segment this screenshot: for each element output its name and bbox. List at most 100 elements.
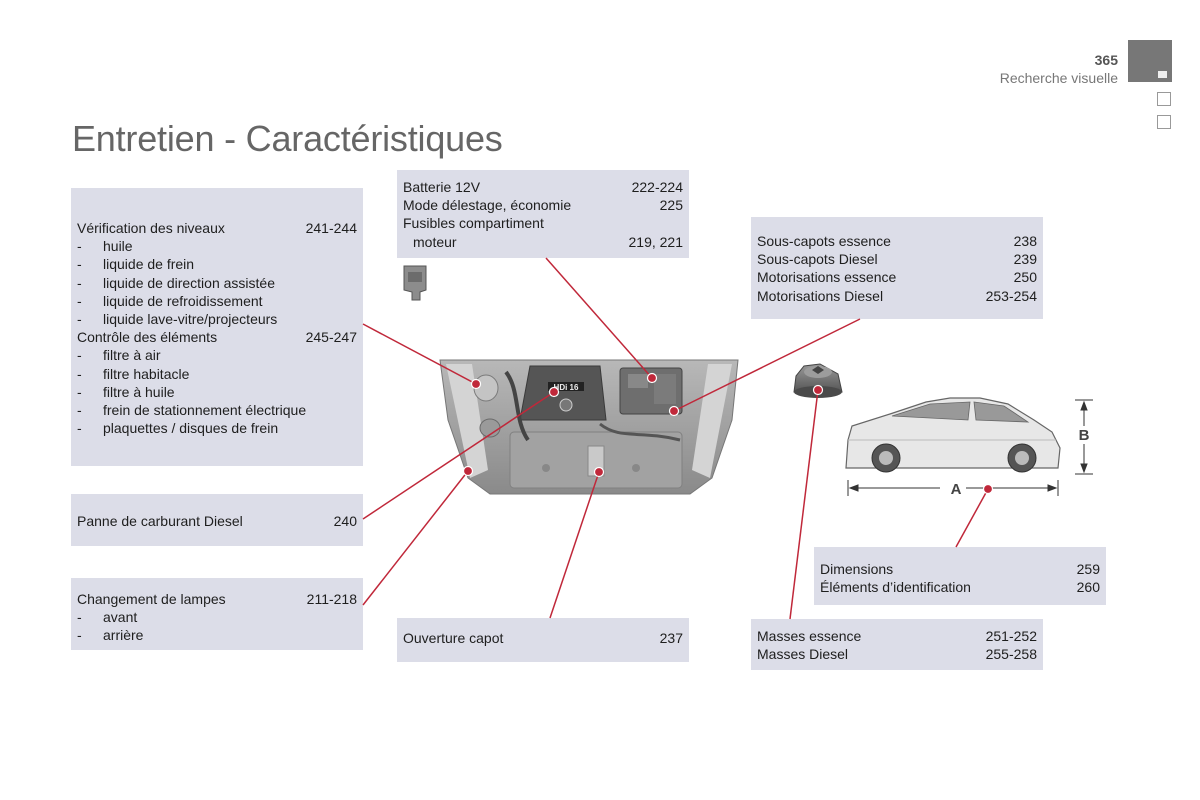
list-item: -arrière (77, 627, 144, 644)
masses-label: Masses Diesel (757, 646, 849, 663)
engines-label: Sous-capots essence (757, 233, 891, 249)
checks-label: Contrôle des éléments (77, 329, 218, 346)
levels-row[interactable]: Vérification des niveaux 241-244 (77, 219, 357, 237)
callout-dot-hood[interactable] (593, 466, 605, 478)
dimension-length-label: A (951, 481, 962, 498)
engine-bay-illustration: HDi 16 (439, 359, 739, 495)
list-item: -filtre à huile (77, 383, 175, 400)
leader-levels (362, 323, 477, 385)
masses-pages: 255-258 (985, 646, 1037, 663)
dimension-length-line (847, 480, 1059, 496)
engines-row[interactable]: Sous-capots essence 238 (757, 232, 1037, 250)
list-item-label: filtre habitacle (103, 365, 190, 382)
list-item-label: liquide lave-vitre/projecteurs (103, 311, 278, 328)
list-item: -liquide de direction assistée (77, 274, 275, 291)
list-item-label: liquide de refroidissement (103, 292, 263, 309)
checks-row[interactable]: Contrôle des éléments 245-247 (77, 328, 357, 346)
page-title: Entretien - Caractéristiques (72, 118, 503, 159)
list-item: -liquide de frein (77, 256, 195, 273)
callout-dot-battery[interactable] (646, 372, 658, 384)
fuses-label-cont: moteur (413, 233, 457, 250)
leader-hood (549, 471, 600, 619)
list-item-label: liquide de direction assistée (103, 274, 275, 291)
leader-lamps (362, 470, 469, 606)
list-item: -avant (77, 609, 138, 626)
fuses-row[interactable]: moteur 219, 221 (403, 233, 683, 251)
fuel-row[interactable]: Panne de carburant Diesel 240 (77, 512, 357, 530)
fuses-label: Fusibles compartiment (403, 215, 544, 232)
battery-label: Batterie 12V (403, 179, 481, 195)
fuel-label: Panne de carburant Diesel (77, 513, 243, 529)
page-number: 365 (1094, 52, 1118, 68)
dimension-height-line (1075, 399, 1093, 475)
checks-pages: 245-247 (305, 329, 357, 346)
leader-fuel (362, 391, 555, 520)
dimensions-label: Dimensions (820, 561, 894, 577)
masses-row[interactable]: Masses Diesel 255-258 (757, 645, 1037, 663)
load-shedding-row[interactable]: Mode délestage, économie 225 (403, 196, 683, 214)
leader-dimensions (955, 488, 989, 548)
engines-pages: 238 (1013, 233, 1037, 249)
dimensions-pages: 259 (1076, 561, 1100, 577)
callout-dot-lamps[interactable] (462, 465, 474, 477)
identification-label: Éléments d’identification (820, 579, 971, 596)
list-item: -huile (77, 238, 133, 255)
list-item-label: plaquettes / disques de frein (103, 420, 279, 437)
callout-dot-engines[interactable] (668, 405, 680, 417)
fuses-pages: 219, 221 (628, 233, 684, 250)
masses-label: Masses essence (757, 628, 862, 644)
fuses-label-line: Fusibles compartiment (403, 214, 683, 232)
fuel-box: Panne de carburant Diesel 240 (71, 494, 363, 546)
section-tab[interactable] (1157, 115, 1171, 129)
battery-pages: 222-224 (631, 179, 683, 195)
list-item: -liquide de refroidissement (77, 292, 263, 309)
identification-row[interactable]: Éléments d’identification 260 (820, 578, 1100, 596)
leader-battery (545, 257, 653, 379)
fuel-pages: 240 (333, 513, 357, 529)
hood-pages: 237 (659, 630, 683, 646)
engines-pages: 239 (1013, 251, 1037, 268)
masses-box: Masses essence 251-252 Masses Diesel 255-2… (751, 619, 1043, 670)
masses-row[interactable]: Masses essence 251-252 (757, 627, 1037, 645)
car-profile-illustration (845, 397, 1061, 473)
engines-row[interactable]: Motorisations Diesel 253-254 (757, 287, 1037, 305)
list-item: -filtre habitacle (77, 365, 190, 382)
levels-label: Vérification des niveaux (77, 220, 225, 236)
list-item: -frein de stationnement électrique (77, 402, 307, 419)
dimension-height-label: B (1079, 427, 1090, 444)
callout-dot-levels[interactable] (470, 378, 482, 390)
list-item-label: filtre à air (103, 347, 161, 364)
section-label: Recherche visuelle (999, 70, 1118, 86)
section-tab-active[interactable] (1128, 40, 1172, 82)
list-item-label: liquide de frein (103, 256, 195, 273)
identification-pages: 260 (1076, 579, 1100, 596)
list-item: -plaquettes / disques de frein (77, 420, 279, 437)
section-tab[interactable] (1157, 92, 1171, 106)
levels-pages: 241-244 (305, 220, 357, 236)
battery-box: Batterie 12V 222-224 Mode délestage, écon… (397, 170, 689, 258)
callout-dot-masses[interactable] (812, 384, 824, 396)
battery-row[interactable]: Batterie 12V 222-224 (403, 178, 683, 196)
leader-engines (673, 318, 861, 412)
dimensions-box: Dimensions 259 Éléments d’identification 2… (814, 547, 1106, 605)
load-shedding-pages: 225 (659, 197, 683, 214)
load-shedding-label: Mode délestage, économie (403, 197, 572, 214)
list-item-label: arrière (103, 627, 144, 644)
engines-label: Motorisations essence (757, 269, 897, 286)
list-item: -liquide lave-vitre/projecteurs (77, 311, 278, 328)
callout-dot-fuel[interactable] (548, 386, 560, 398)
masses-pages: 251-252 (985, 628, 1037, 644)
engines-pages: 253-254 (985, 287, 1037, 304)
list-item-label: filtre à huile (103, 383, 175, 400)
lamps-pages: 211-218 (306, 591, 357, 607)
callout-dot-dimensions[interactable] (982, 483, 994, 495)
dimensions-row[interactable]: Dimensions 259 (820, 560, 1100, 578)
list-item-label: huile (103, 238, 133, 255)
engines-box: Sous-capots essence 238 Sous-capots Diese… (751, 217, 1043, 319)
engines-label: Motorisations Diesel (757, 287, 884, 304)
